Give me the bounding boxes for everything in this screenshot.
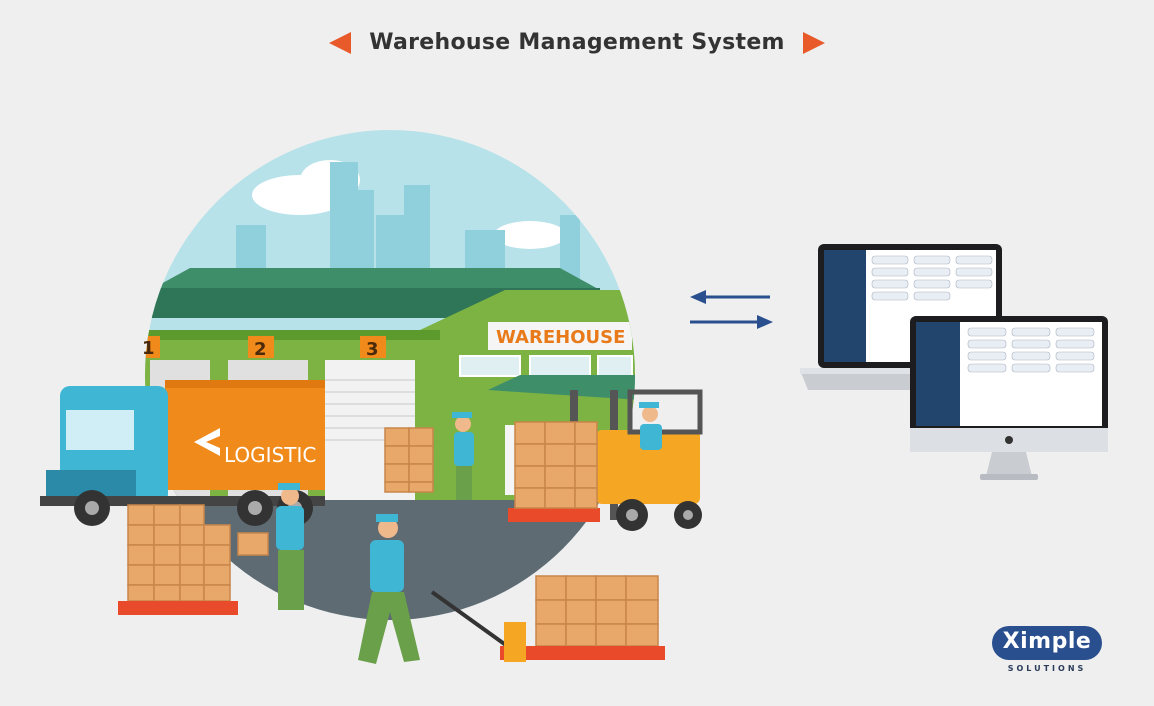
- logistics-truck: [40, 380, 325, 526]
- sync-arrows-icon: [690, 290, 773, 329]
- apple-logo-icon: [1005, 436, 1013, 444]
- logo-badge: [992, 626, 1102, 660]
- bay-number-1: 1: [142, 338, 155, 359]
- logistic-logo-icon: [194, 428, 220, 456]
- arrow-right-icon: [802, 31, 825, 54]
- bay-number-2: 2: [254, 339, 267, 360]
- page-header: Warehouse Management System: [0, 30, 1154, 55]
- worker-pallet-jack: [358, 514, 420, 664]
- ximple-logo: Ximple SOLUTIONS: [988, 626, 1106, 678]
- worker-carrying-box: [237, 483, 304, 610]
- pallet-left: [118, 601, 238, 615]
- bay-number-3: 3: [366, 339, 379, 360]
- worker-forklift-driver: [639, 402, 662, 450]
- monitor-icon: [910, 316, 1108, 480]
- truck-brand-label: LOGISTIC: [224, 443, 316, 467]
- worker-dock: [452, 412, 474, 500]
- pallet-jack: [500, 646, 665, 660]
- page-title: Warehouse Management System: [369, 30, 785, 55]
- arrow-left-icon: [329, 31, 352, 54]
- logo-tagline: SOLUTIONS: [1007, 664, 1087, 673]
- box-stack-dock: [384, 427, 434, 493]
- annex-windows: [459, 355, 633, 377]
- box-stack-forklift: [514, 421, 598, 509]
- box-stack-left: [127, 504, 231, 602]
- bay-number-plates: [145, 336, 386, 358]
- box-stack-pallet-jack: [535, 575, 659, 647]
- logo-name: Ximple: [1002, 629, 1092, 654]
- warehouse-roof: [150, 268, 600, 290]
- warehouse-sign: WAREHOUSE: [496, 327, 625, 348]
